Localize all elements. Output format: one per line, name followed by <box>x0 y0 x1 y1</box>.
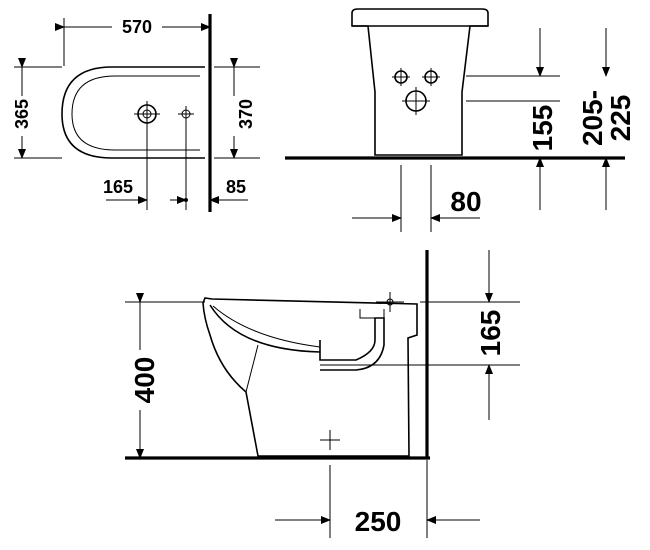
dim-wall-offset-label: 85 <box>226 177 246 197</box>
dim-rim-height-label: 400 <box>129 357 160 404</box>
dim-depth-left-label: 365 <box>12 99 32 129</box>
plan-fixing-point-icon <box>178 106 194 122</box>
dim-supply-height-label: 155 <box>527 105 558 152</box>
side-outlet-center-icon <box>376 292 404 312</box>
side-view: 400 165 250 <box>125 250 520 538</box>
dim-range-line2-label: 225 <box>605 95 636 142</box>
dim-outlet-to-wall-label: 250 <box>355 506 402 537</box>
plan-tap-hole-icon <box>134 101 160 127</box>
front-waste-hole-icon <box>402 87 430 115</box>
plan-bowl-inner <box>71 75 200 151</box>
front-view: 155 205- 225 80 <box>285 8 636 232</box>
front-supply-hole-right-icon <box>422 68 440 86</box>
dim-tap-offset-label: 165 <box>103 177 133 197</box>
dim-width-label: 570 <box>122 17 152 37</box>
side-bidet-outline <box>202 297 418 457</box>
dim-waste-spacing-label: 80 <box>450 186 481 217</box>
side-floor-center-icon <box>320 430 340 450</box>
dim-range-line1-label: 205- <box>577 90 608 146</box>
plan-bidet-outline <box>61 66 205 159</box>
plan-view: 570 365 370 165 85 <box>12 14 260 212</box>
front-bidet-outline <box>351 8 489 156</box>
dim-depth-right-label: 370 <box>236 99 256 129</box>
dim-outlet-drop-label: 165 <box>475 310 506 357</box>
front-supply-hole-left-icon <box>392 68 410 86</box>
